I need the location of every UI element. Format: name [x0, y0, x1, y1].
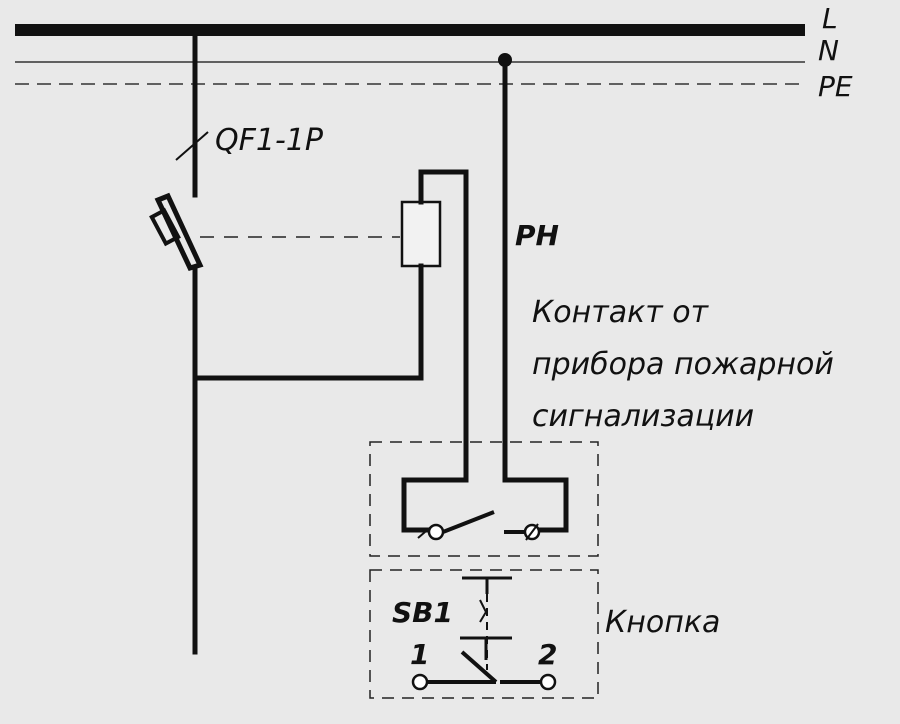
button-terminal-2-label: 2 — [538, 638, 557, 671]
rail-n-label: N — [818, 34, 839, 67]
breaker-switch-icon — [154, 192, 204, 272]
bus-rails — [15, 24, 805, 85]
button-terminal-1-label: 1 — [410, 638, 429, 671]
button-label: Кнопка — [605, 605, 720, 640]
button-box — [369, 569, 599, 699]
button-spring-icon — [479, 599, 488, 623]
button-terminal-1 — [411, 673, 429, 691]
contact-blade — [442, 510, 495, 534]
relay-label: PH — [515, 219, 559, 252]
breaker-label: QF1-1P — [215, 123, 324, 158]
fire-contact-line3: сигнализации — [532, 399, 754, 434]
release-coil-rect — [400, 200, 442, 268]
breaker-qf1 — [149, 31, 400, 655]
fire-contact-box — [369, 441, 599, 557]
rail-pe-label: PE — [818, 70, 853, 103]
button-blade — [460, 650, 498, 684]
button-terminal-2 — [539, 673, 557, 691]
rail-l-label: L — [822, 2, 838, 35]
breaker-trip-element — [149, 207, 181, 247]
fire-contact-line1: Контакт от — [532, 295, 710, 330]
release-coil — [192, 169, 469, 483]
relay-line — [498, 53, 512, 483]
button-id-label: SB1 — [392, 596, 453, 629]
fire-contact-line2: прибора пожарной — [532, 347, 834, 382]
